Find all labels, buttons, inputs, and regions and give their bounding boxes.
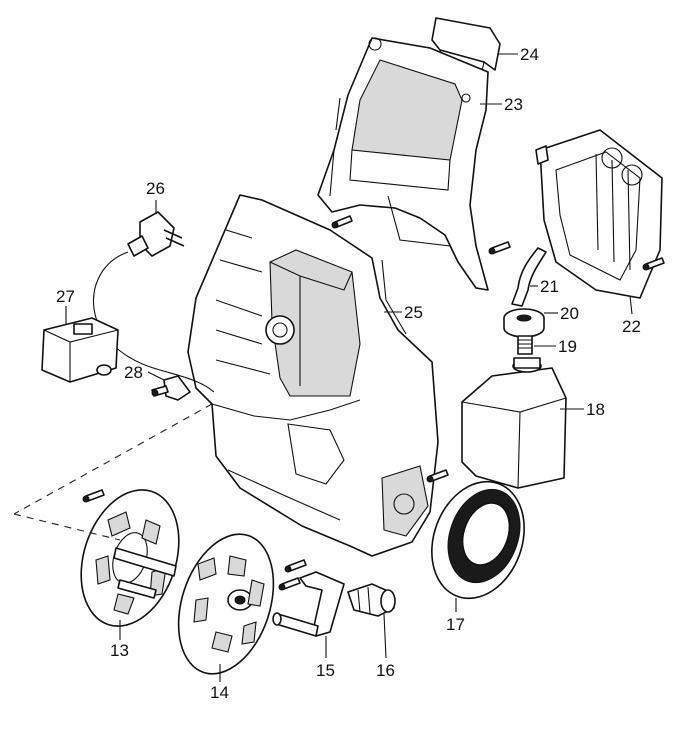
- screw-icon: [488, 241, 511, 255]
- part-28-clip: [151, 375, 191, 401]
- part-20-nut: [503, 308, 545, 338]
- callout-25: 25: [404, 303, 423, 322]
- part-13-reel-disc: [80, 489, 180, 627]
- callout-18: 18: [586, 400, 605, 419]
- callout-26: 26: [146, 179, 165, 198]
- part-27-box: [41, 317, 119, 383]
- assembly-line: [13, 513, 121, 541]
- callout-13: 13: [110, 641, 129, 660]
- part-21-hose: [511, 247, 547, 307]
- part-22-storage-bracket: [535, 129, 663, 299]
- part-19-fitting: [517, 335, 533, 355]
- screw-icon: [331, 215, 353, 229]
- callout-19: 19: [558, 337, 577, 356]
- callout-17: 17: [446, 615, 465, 634]
- part-17-wheel: makita: [431, 480, 525, 600]
- part-15-crank: [272, 571, 345, 637]
- part-23-upper-frame: [317, 37, 489, 291]
- leader-lines: [65, 53, 633, 682]
- callout-28: 28: [124, 363, 143, 382]
- callout-14: 14: [210, 683, 229, 702]
- callout-15: 15: [316, 661, 335, 680]
- callout-23: 23: [504, 95, 523, 114]
- part-18-tank: [461, 357, 567, 489]
- part-16-knob: [347, 583, 396, 617]
- part-25-main-housing: [187, 194, 439, 557]
- screw-icon: [278, 577, 301, 591]
- screw-icon: [82, 489, 105, 503]
- callout-16: 16: [376, 661, 395, 680]
- callout-27: 27: [56, 287, 75, 306]
- screw-icon: [284, 559, 307, 573]
- callout-21: 21: [540, 277, 559, 296]
- callout-24: 24: [520, 45, 539, 64]
- callout-22: 22: [622, 317, 641, 336]
- part-14-reel-disc: [177, 533, 275, 675]
- assembly-line: [13, 403, 213, 515]
- screw-icon: [426, 469, 449, 483]
- screw-icon: [642, 257, 665, 271]
- callout-20: 20: [560, 304, 579, 323]
